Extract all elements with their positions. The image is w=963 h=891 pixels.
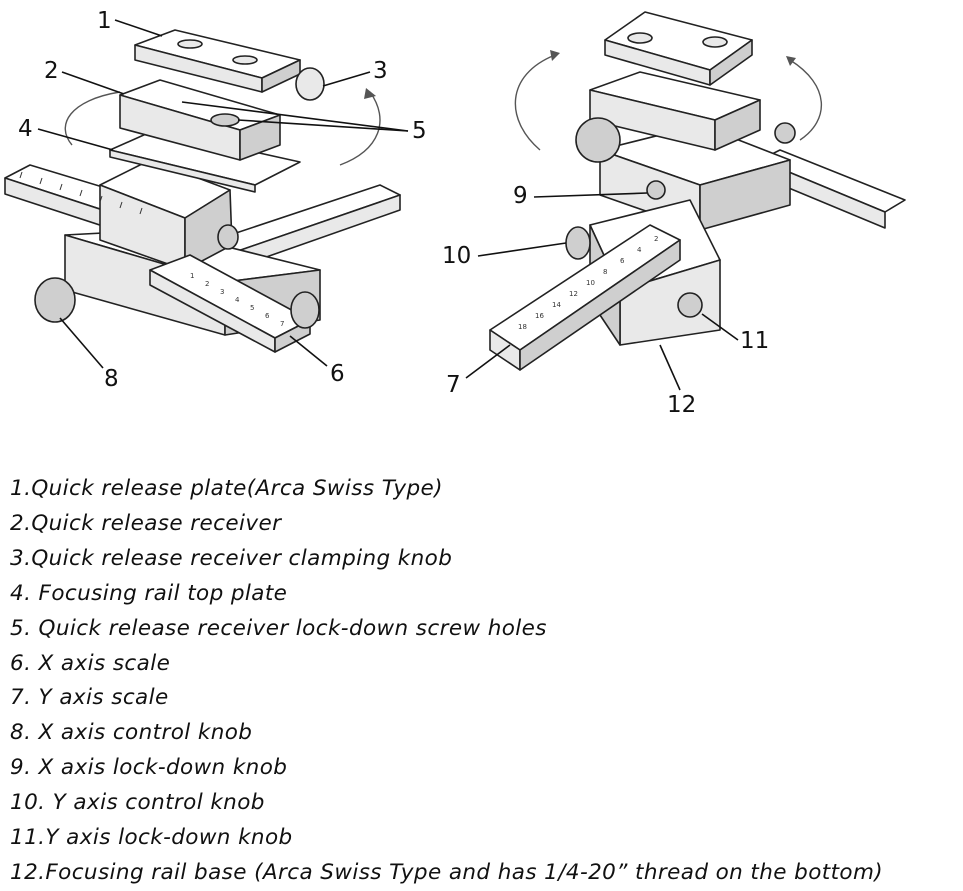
legend-item-8: 8. X axis control knob <box>10 720 253 746</box>
callout-4: 4 <box>18 116 33 142</box>
callout-11: 11 <box>740 328 769 354</box>
left-callouts: 1 2 3 4 5 6 8 <box>18 8 427 392</box>
scale-number: 10 <box>586 279 595 287</box>
parts-legend: 1.Quick release plate(Arca Swiss Type) 2… <box>10 472 960 891</box>
scale-number: 16 <box>535 312 544 320</box>
right-view-illustration: 2 4 6 8 10 12 14 16 18 <box>489 11 906 371</box>
callout-6: 6 <box>330 361 345 387</box>
callout-12: 12 <box>667 392 696 418</box>
callout-7: 7 <box>446 372 461 398</box>
scale-number: 4 <box>235 296 240 304</box>
callout-3: 3 <box>373 58 388 84</box>
legend-item-1: 1.Quick release plate(Arca Swiss Type) <box>10 476 443 501</box>
scale-number: 18 <box>518 323 527 331</box>
scale-number: 1 <box>190 272 194 280</box>
scale-number: 8 <box>603 268 607 276</box>
callout-1: 1 <box>97 8 112 34</box>
scale-number: 2 <box>654 235 658 243</box>
scale-number: 7 <box>280 320 284 328</box>
legend-item-5: 5. Quick release receiver lock-down scre… <box>10 615 547 641</box>
callout-2: 2 <box>44 58 59 84</box>
callout-8: 8 <box>104 366 119 392</box>
right-callouts: 9 10 11 7 12 <box>442 183 769 418</box>
scale-number: 14 <box>552 301 561 309</box>
scale-number: 2 <box>205 280 209 288</box>
focusing-rail-diagram: 1 2 3 4 5 6 7 1 2 3 4 5 6 8 <box>4 8 906 418</box>
callout-5: 5 <box>412 118 427 144</box>
legend-item-10: 10. Y axis control knob <box>10 790 265 816</box>
scale-number: 3 <box>220 288 224 296</box>
scale-number: 6 <box>620 257 625 265</box>
scale-number: 12 <box>569 290 578 298</box>
legend-item-4: 4. Focusing rail top plate <box>10 580 288 606</box>
legend-item-11: 11.Y axis lock-down knob <box>10 825 293 851</box>
legend-item-6: 6. X axis scale <box>10 650 171 676</box>
left-view-illustration: 1 2 3 4 5 6 7 <box>4 29 401 353</box>
legend-item-2: 2.Quick release receiver <box>10 510 282 536</box>
callout-10: 10 <box>442 243 471 269</box>
legend-item-9: 9. X axis lock-down knob <box>10 755 288 781</box>
legend-item-7: 7. Y axis scale <box>10 685 169 711</box>
callout-9: 9 <box>513 183 528 209</box>
legend-item-12: 12.Focusing rail base (Arca Swiss Type a… <box>10 859 884 885</box>
legend-item-3: 3.Quick release receiver clamping knob <box>10 545 453 571</box>
scale-number: 4 <box>637 246 642 254</box>
scale-number: 6 <box>265 312 270 320</box>
scale-number: 5 <box>250 304 254 312</box>
